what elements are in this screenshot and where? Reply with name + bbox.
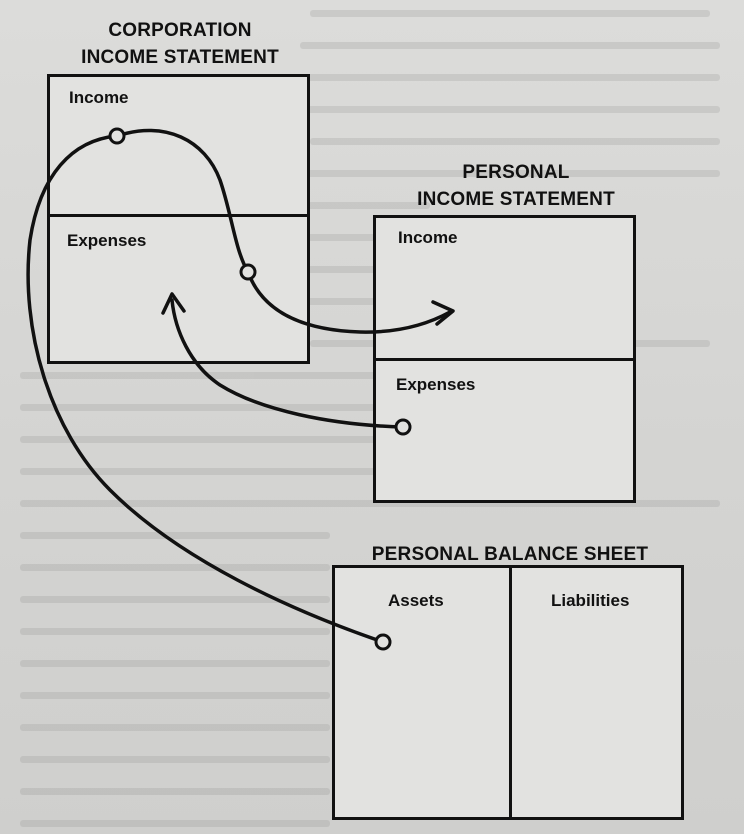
personal-title-line2: INCOME STATEMENT [417,189,615,210]
flow-corp-income-curve [115,128,250,274]
node-corp-expenses [239,263,257,281]
personal-statement-title: PERSONAL INCOME STATEMENT [375,159,657,213]
personal-title-line1: PERSONAL [462,162,570,183]
node-corp-income [108,127,126,145]
assets-label: Assets [388,591,444,610]
corporation-income-label: Income [69,88,129,107]
corporation-income-statement-box: Income Expenses [47,74,310,364]
personal-income-label: Income [398,228,458,247]
corporation-expenses-label: Expenses [67,231,147,250]
balance-sheet-title: PERSONAL BALANCE SHEET [371,544,649,565]
node-personal-expenses [394,418,412,436]
node-assets [374,633,392,651]
corporation-statement-divider [50,214,307,217]
arrowhead-personal-income [431,300,455,326]
balance-sheet-divider [509,568,512,817]
personal-income-statement-box: Income Expenses [373,215,636,503]
arrowhead-corp-expenses [161,292,186,315]
corporation-statement-title: CORPORATION INCOME STATEMENT [40,17,320,71]
flow-corp-income-to-assets [26,134,385,644]
corporation-title-line2: INCOME STATEMENT [81,47,279,68]
flow-personal-expenses-to-corp-expenses [170,298,405,429]
personal-balance-sheet-box: Assets Liabilities [332,565,684,820]
liabilities-label: Liabilities [551,591,630,610]
personal-expenses-label: Expenses [396,375,476,394]
personal-statement-divider [376,358,633,361]
flow-corp-to-personal-income [246,270,452,334]
corporation-title-line1: CORPORATION [108,20,252,41]
